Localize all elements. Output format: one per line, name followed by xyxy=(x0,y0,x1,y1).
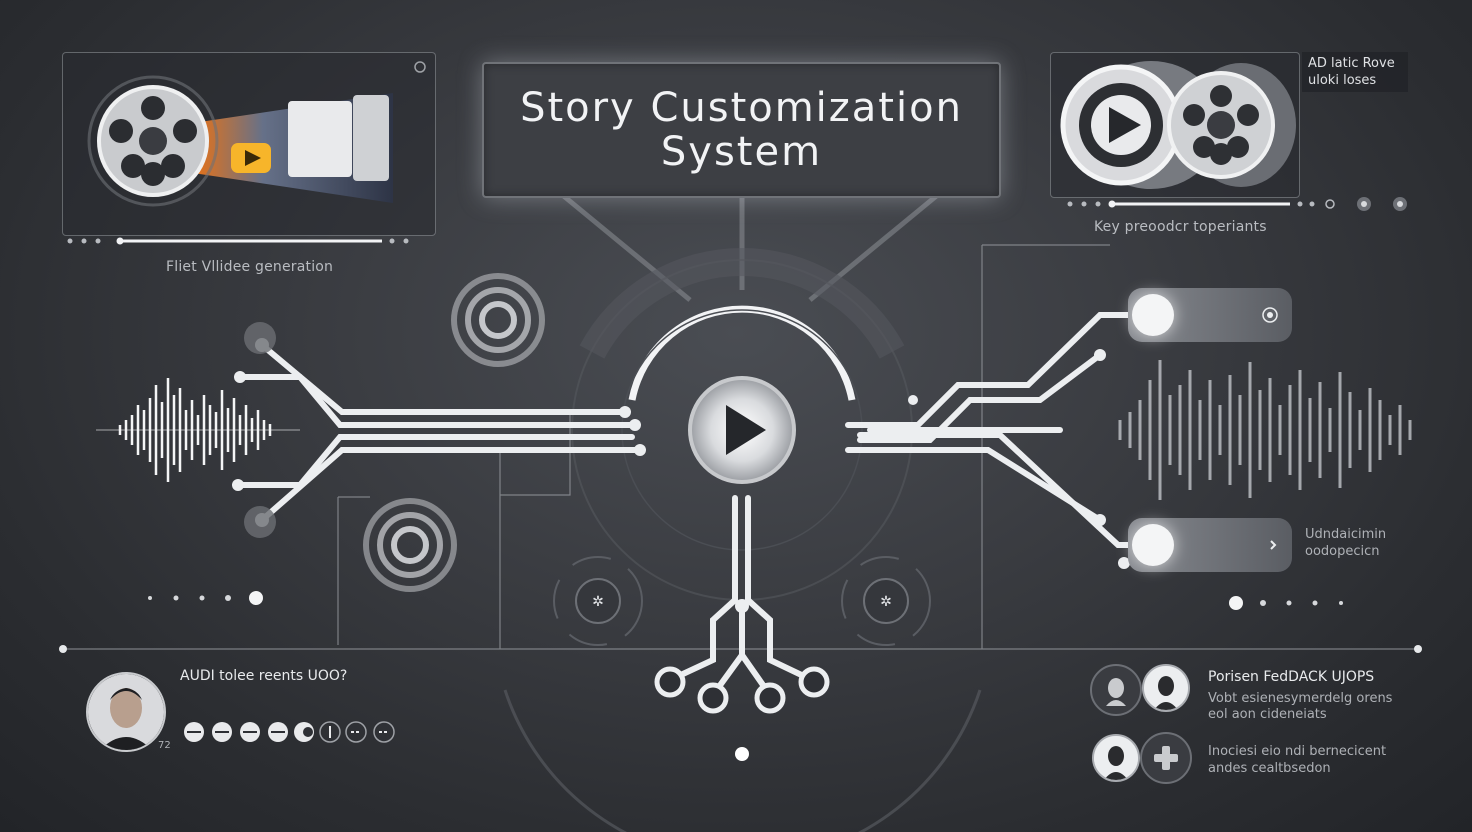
slider-top-knob[interactable] xyxy=(1132,294,1174,336)
target-icon[interactable] xyxy=(1261,306,1279,324)
slider-bottom-label-line2: oodopecicn xyxy=(1305,544,1380,559)
toggle-icon xyxy=(184,721,395,743)
video-timeline[interactable] xyxy=(62,234,434,248)
bottom-node xyxy=(735,747,749,761)
panel-tag-line1: AD latic Rove xyxy=(1308,56,1395,71)
user-avatar-icon[interactable] xyxy=(86,672,166,752)
player-controls[interactable] xyxy=(1050,196,1412,212)
video-generation-panel xyxy=(62,52,436,236)
slider-top[interactable] xyxy=(1128,288,1292,342)
feedback-item2-line1: Inociesi eio ndi bernecicent xyxy=(1208,744,1387,759)
dot-indicator-left xyxy=(148,591,263,605)
panel-tag-line2: uloki loses xyxy=(1308,73,1377,88)
dot-indicator-right xyxy=(1229,596,1343,610)
slider-bottom[interactable] xyxy=(1128,518,1292,572)
page-title: Story Customization xyxy=(520,85,963,131)
film-reel-icon xyxy=(87,61,426,207)
audio-section-heading: AUDI tolee reents UOO? xyxy=(180,668,348,684)
target-icon-lower xyxy=(363,498,457,592)
frame-node-left xyxy=(59,645,67,653)
control-icon-row[interactable] xyxy=(182,720,398,744)
video-generation-caption: Fliet Vllidee generation xyxy=(166,259,334,275)
feedback-item1-line1: Vobt esienesymerdelg orens xyxy=(1208,691,1393,706)
gear-icon-left: ✲ xyxy=(553,556,643,646)
avatar-badge: 72 xyxy=(158,740,171,751)
feedback-avatar[interactable] xyxy=(1142,664,1190,712)
slider-bottom-label-line1: Udndaicimin xyxy=(1305,527,1387,542)
panel-tag: AD latic Rove uloki loses xyxy=(1302,52,1408,92)
plus-icon[interactable] xyxy=(1140,732,1192,784)
title-card: Story Customization System xyxy=(482,62,1001,198)
svg-text:✲: ✲ xyxy=(880,594,892,610)
feedback-avatar-small[interactable] xyxy=(1090,664,1142,716)
frame-node-right xyxy=(1414,645,1422,653)
page-title-second-line: System xyxy=(660,129,823,175)
key-components-panel xyxy=(1050,52,1300,198)
slider-bottom-knob[interactable] xyxy=(1132,524,1174,566)
contributor-avatar[interactable] xyxy=(1092,734,1140,782)
key-components-caption: Key preoodcr toperiants xyxy=(1094,219,1267,235)
svg-text:✲: ✲ xyxy=(592,594,604,610)
audio-waveform-right xyxy=(1118,360,1412,500)
audio-waveform-left xyxy=(96,378,300,482)
feedback-item2-line2: andes cealtbsedon xyxy=(1208,761,1331,776)
feedback-heading: Porisen FedDACK UJOPS xyxy=(1208,669,1375,685)
chevron-right-icon[interactable] xyxy=(1266,538,1280,552)
feedback-item1-line2: eol aon cideneiats xyxy=(1208,707,1327,722)
target-icon-upper xyxy=(451,273,545,367)
gear-icon-right: ✲ xyxy=(841,556,931,646)
central-play-icon xyxy=(726,405,766,455)
film-reel-icon xyxy=(1060,61,1296,189)
